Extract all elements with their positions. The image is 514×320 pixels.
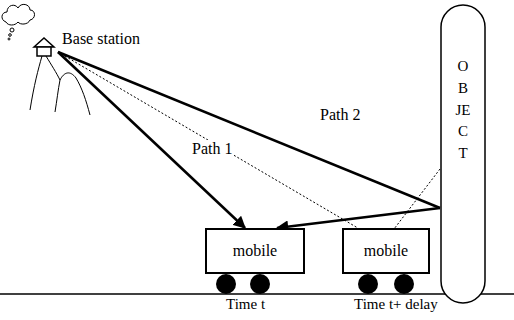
wheel <box>394 274 414 294</box>
reflection-path <box>58 52 358 228</box>
time-label: Time t+ delay <box>352 296 440 313</box>
reflection-path <box>395 169 440 228</box>
station-roof <box>34 38 54 47</box>
hill <box>55 80 60 112</box>
cloud <box>2 4 35 25</box>
mobile-box: mobile <box>205 228 305 274</box>
signal-path <box>58 52 440 208</box>
vertical-label: OBJECT <box>456 56 471 165</box>
cloud-dot <box>10 28 14 32</box>
hill <box>30 56 42 110</box>
station-label: Base station <box>62 30 140 48</box>
box-label: mobile <box>233 242 277 260</box>
signal-path <box>277 208 440 228</box>
path-label: Path 2 <box>318 106 362 124</box>
cloud-dot <box>8 38 10 40</box>
signal-path <box>58 52 245 228</box>
path-label: Path 1 <box>190 140 234 158</box>
mobile-box: mobile <box>342 228 430 274</box>
box-label: mobile <box>364 242 408 260</box>
wheel <box>216 274 236 294</box>
base-station-node: Base station <box>58 26 144 52</box>
wheel <box>250 274 270 294</box>
hill <box>46 56 90 115</box>
wheel <box>358 274 378 294</box>
cloud-dot <box>9 34 12 37</box>
object-cylinder: OBJECT <box>440 4 486 304</box>
station-hut <box>37 47 51 56</box>
time-label: Time t <box>224 296 267 313</box>
